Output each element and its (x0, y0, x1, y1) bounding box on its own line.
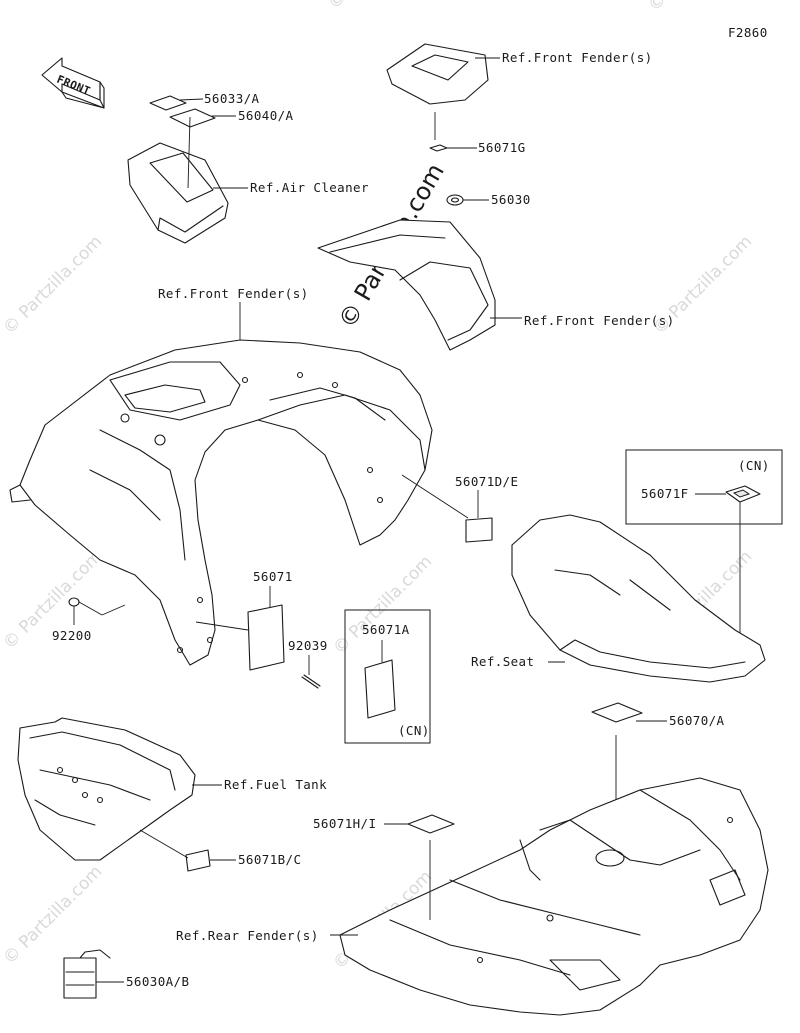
part-92200[interactable]: 92200 (52, 628, 92, 643)
part-56033a[interactable]: 56033/A (204, 91, 260, 106)
part-56071f[interactable]: 56071F (641, 486, 689, 501)
part-56030[interactable]: 56030 (491, 192, 531, 207)
rear-fender: 56071H/I Ref.Rear Fender(s) (176, 777, 769, 1016)
grommet-92200: 92200 (52, 597, 126, 643)
seat-group: (CN) 56071F Ref.Seat (471, 449, 783, 683)
part-56070a[interactable]: 56070/A (669, 713, 725, 728)
part-56071[interactable]: 56071 (253, 569, 293, 584)
watermark: © Partzilla.com (0, 862, 106, 969)
ref-rear-fender[interactable]: Ref.Rear Fender(s) (176, 928, 319, 943)
tag-56030ab: 56030A/B (63, 949, 189, 999)
front-fender-side-liner: Ref.Front Fender(s) (317, 219, 675, 351)
watermark: © Partzilla.com (0, 232, 106, 339)
ref-air-cleaner[interactable]: Ref.Air Cleaner (250, 180, 369, 195)
sticker-56071de: 56071D/E (401, 474, 518, 543)
ref-front-fender-top[interactable]: Ref.Front Fender(s) (502, 50, 653, 65)
watermark: © Partzilla.com (644, 0, 751, 16)
part-56040a[interactable]: 56040/A (238, 108, 294, 123)
cn-region-tag-seat: (CN) (738, 458, 770, 473)
sticker-56070a: 56070/A (591, 702, 725, 810)
part-56071de[interactable]: 56071D/E (455, 474, 518, 489)
part-56071a[interactable]: 56071A (362, 622, 410, 637)
front-arrow: FRONT (41, 57, 105, 109)
grommet-56030: 56030 (446, 192, 531, 207)
label-56040a-group: 56040/A (169, 108, 294, 128)
label-56071: 56071 (195, 569, 293, 671)
figure-id: F2860 (728, 25, 768, 40)
ref-seat[interactable]: Ref.Seat (471, 654, 534, 669)
part-56030ab[interactable]: 56030A/B (126, 974, 189, 989)
cn-region-tag-inset: (CN) (398, 723, 430, 738)
ref-front-fender-main[interactable]: Ref.Front Fender(s) (158, 286, 309, 301)
front-fender-main: Ref.Front Fender(s) (9, 286, 433, 666)
ref-front-fender-side[interactable]: Ref.Front Fender(s) (524, 313, 675, 328)
watermark: © Partzilla.com (324, 0, 431, 14)
part-56071g[interactable]: 56071G (478, 140, 526, 155)
fuel-tank: Ref.Fuel Tank 56071B/C (17, 717, 327, 872)
label-56033a-group: 56033/A (149, 91, 260, 111)
part-92039[interactable]: 92039 (288, 638, 328, 653)
ref-fuel-tank[interactable]: Ref.Fuel Tank (224, 777, 327, 792)
clip-92039: 92039 (288, 638, 328, 689)
part-56071hi[interactable]: 56071H/I (313, 816, 376, 831)
front-fender-top-piece: Ref.Front Fender(s) 56071G (386, 43, 653, 155)
air-cleaner-cover: Ref.Air Cleaner (127, 116, 369, 244)
inset-56071a: 56071A (CN) (344, 609, 431, 744)
part-56071bc[interactable]: 56071B/C (238, 852, 301, 867)
